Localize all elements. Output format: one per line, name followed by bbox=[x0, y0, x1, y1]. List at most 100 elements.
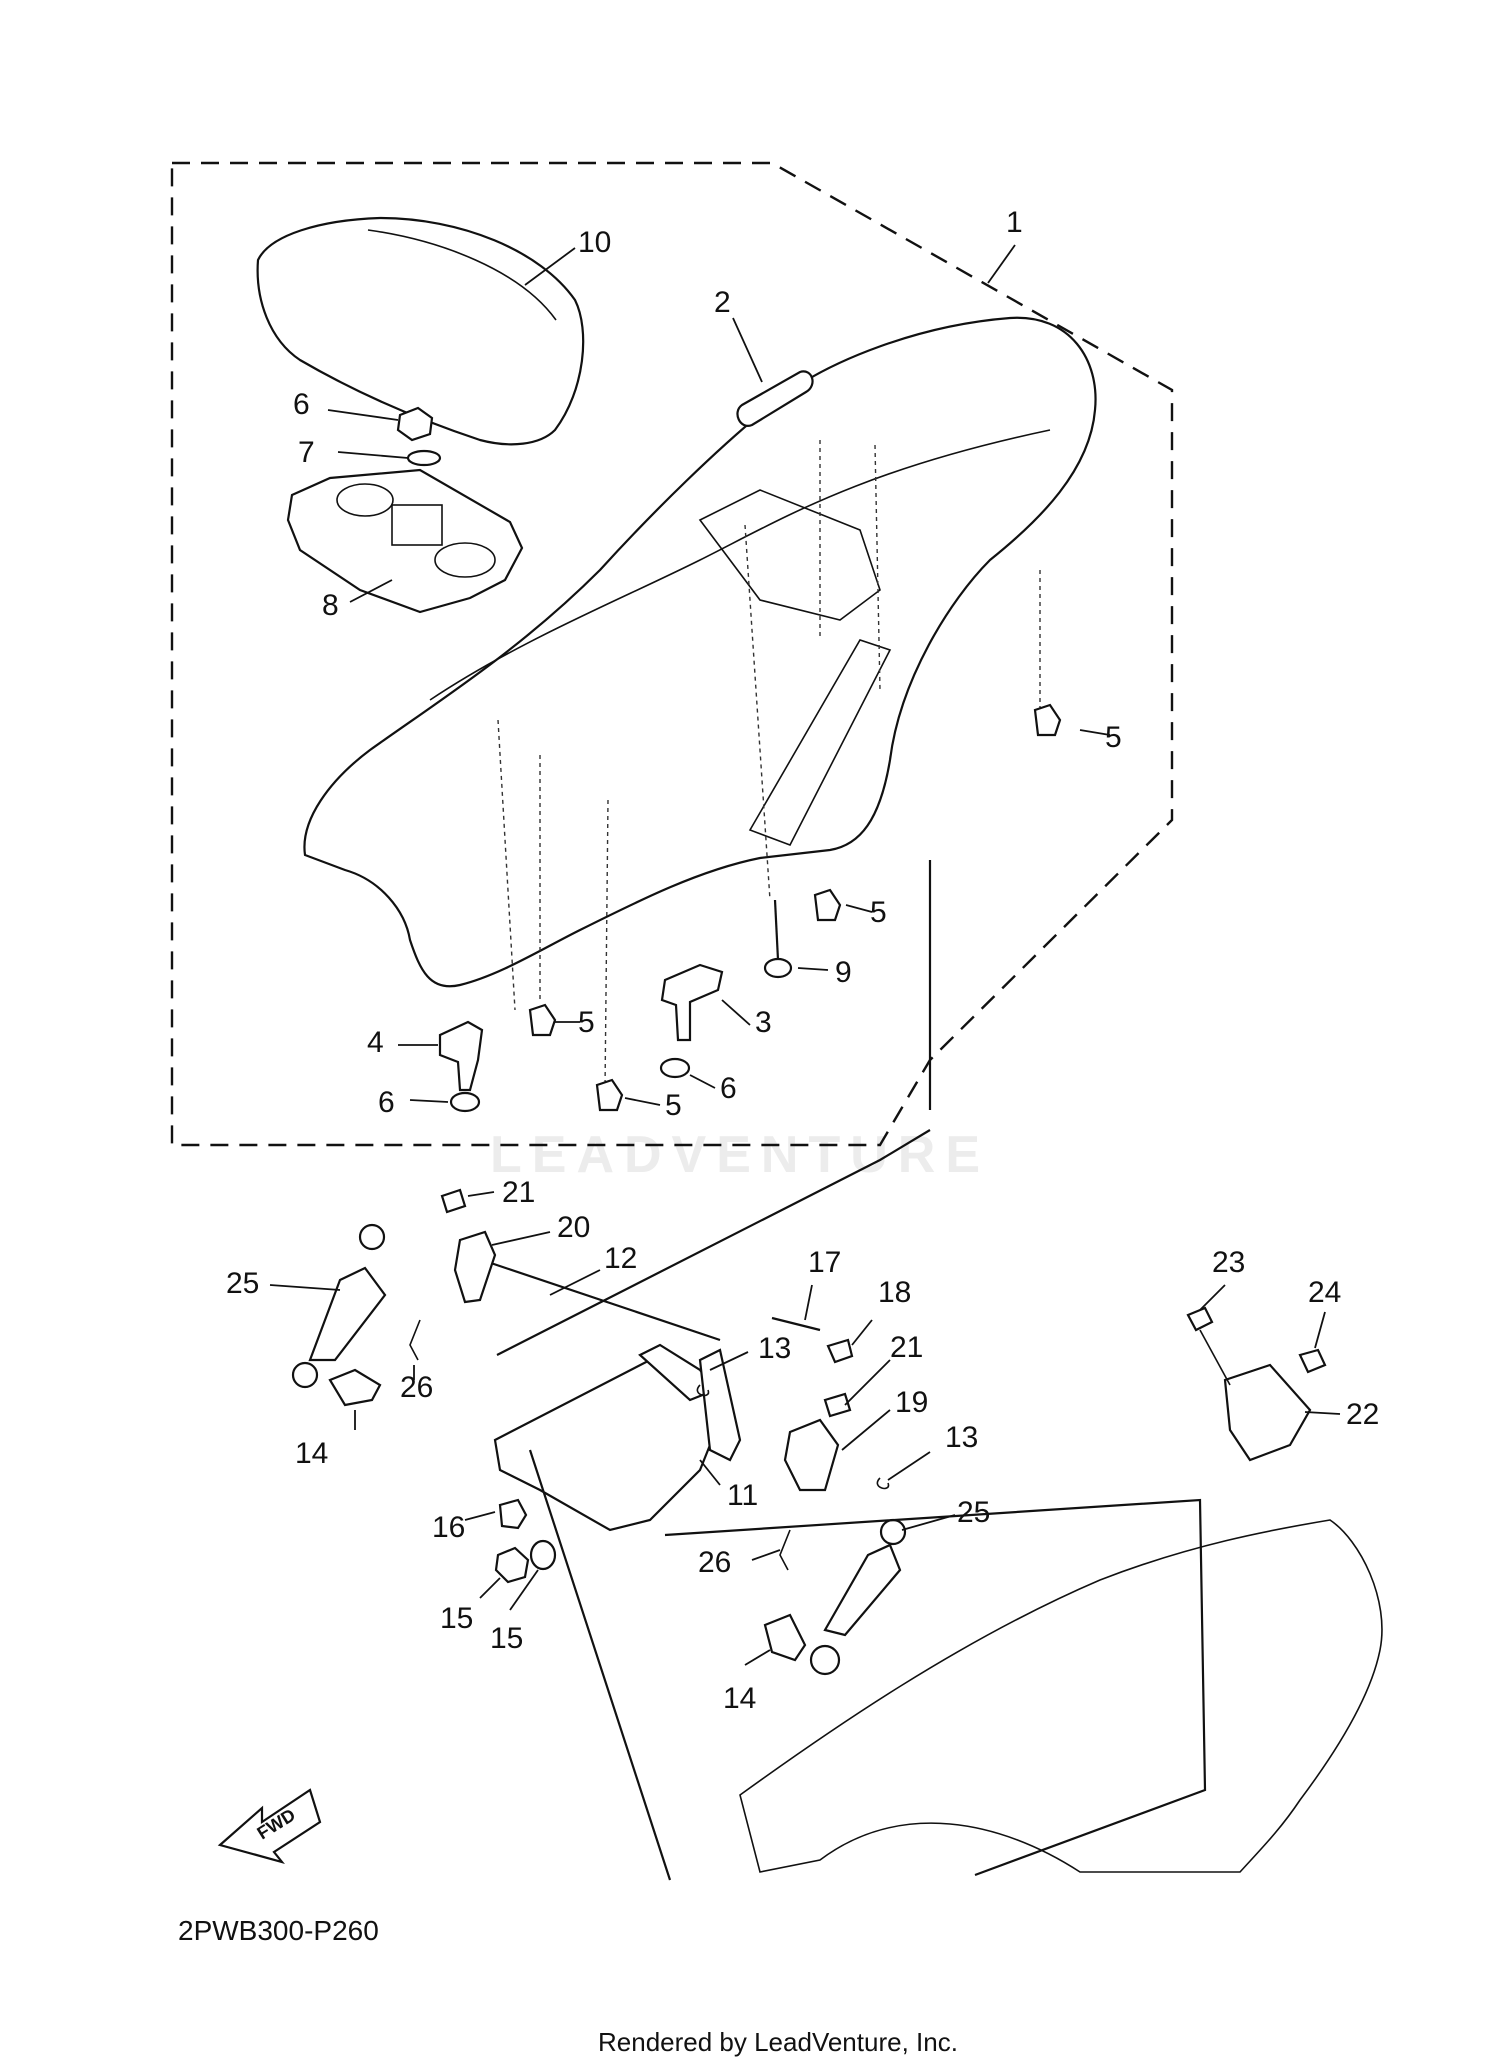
part-10-cover bbox=[256, 216, 585, 446]
callout-5: 5 bbox=[1105, 721, 1122, 754]
part-14-bolt-right bbox=[763, 1613, 807, 1662]
part-5-grommet bbox=[528, 1003, 557, 1037]
frame-outline bbox=[739, 1519, 1383, 1873]
guide-line bbox=[874, 444, 881, 691]
part-5-grommet bbox=[813, 888, 842, 922]
part-13-clip-b bbox=[876, 1477, 890, 1490]
part-24-nut bbox=[1298, 1348, 1327, 1374]
part-25-strut-right bbox=[823, 1543, 902, 1637]
part-6-nut-c bbox=[449, 1091, 481, 1113]
part-17-pin bbox=[771, 1316, 821, 1332]
frame-outline bbox=[664, 1498, 1207, 1877]
part-14-bolt-left bbox=[328, 1368, 382, 1407]
part-21-screw-a bbox=[440, 1188, 467, 1214]
part-2-knob bbox=[736, 370, 814, 427]
callout-22: 22 bbox=[1346, 1398, 1379, 1431]
part-19-bracket bbox=[783, 1418, 840, 1492]
part-8-center-block bbox=[391, 504, 443, 546]
watermark: LEADVENTURE bbox=[490, 1126, 991, 1184]
diagram-code: 2PWB300-P260 bbox=[178, 1915, 379, 1946]
callout-25: 25 bbox=[226, 1267, 259, 1300]
render-credit: Rendered by LeadVenture, Inc. bbox=[598, 2027, 958, 2057]
part-1-ridge bbox=[429, 429, 1051, 701]
callout-26: 26 bbox=[400, 1371, 433, 1404]
part-1-logo-panel bbox=[748, 639, 892, 846]
callout-19: 19 bbox=[895, 1386, 928, 1419]
callout-2: 2 bbox=[714, 286, 731, 319]
callout-5: 5 bbox=[665, 1089, 682, 1122]
callout-17: 17 bbox=[808, 1246, 841, 1279]
part-13-clip bbox=[696, 1384, 710, 1397]
callout-15: 15 bbox=[490, 1622, 523, 1655]
guide-line bbox=[744, 524, 771, 901]
part-12-rod bbox=[469, 1254, 721, 1342]
callouts: 1 2 10 6 7 8 5 5 9 3 6 4 5 5 6 21 20 12 … bbox=[226, 206, 1379, 1715]
callout-13: 13 bbox=[945, 1421, 978, 1454]
callout-14: 14 bbox=[723, 1682, 756, 1715]
frame-outline bbox=[528, 1449, 672, 1881]
callout-1: 1 bbox=[1006, 206, 1023, 239]
part-15-washer bbox=[529, 1539, 557, 1571]
part-16-grommet bbox=[498, 1498, 528, 1530]
part-21-screw-b bbox=[823, 1392, 852, 1418]
callout-12: 12 bbox=[604, 1242, 637, 1275]
callout-15: 15 bbox=[440, 1602, 473, 1635]
part-23-bolt bbox=[1186, 1306, 1214, 1332]
part-15-nut bbox=[494, 1546, 530, 1584]
callout-13: 13 bbox=[758, 1332, 791, 1365]
callout-7: 7 bbox=[298, 436, 315, 469]
leader-lines bbox=[269, 244, 1341, 1666]
callout-3: 3 bbox=[755, 1006, 772, 1039]
part-25-strut-right-end bbox=[809, 1644, 841, 1676]
part-4-bracket bbox=[438, 1020, 484, 1092]
callout-6: 6 bbox=[293, 388, 310, 421]
callout-5: 5 bbox=[870, 896, 887, 929]
assembly-boundary bbox=[170, 161, 1174, 1147]
part-3-bracket bbox=[660, 963, 724, 1042]
part-1-seat bbox=[303, 316, 1097, 988]
callout-9: 9 bbox=[835, 956, 852, 989]
callout-5: 5 bbox=[578, 1006, 595, 1039]
part-7-washer bbox=[406, 449, 442, 467]
part-9-screw-head bbox=[763, 957, 793, 979]
callout-8: 8 bbox=[322, 589, 339, 622]
callout-24: 24 bbox=[1308, 1276, 1341, 1309]
callout-23: 23 bbox=[1212, 1246, 1245, 1279]
part-26-clip-b bbox=[779, 1529, 791, 1571]
guide-line bbox=[1199, 1329, 1231, 1386]
callout-4: 4 bbox=[367, 1026, 384, 1059]
callout-26: 26 bbox=[698, 1546, 731, 1579]
part-26-clip-a bbox=[409, 1319, 421, 1361]
part-25-strut-left-end bbox=[291, 1361, 319, 1389]
part-18-screw bbox=[826, 1338, 854, 1364]
part-6-nut bbox=[396, 406, 434, 442]
part-8-hole-a bbox=[336, 483, 394, 517]
callout-6: 6 bbox=[378, 1086, 395, 1119]
callout-14: 14 bbox=[295, 1437, 328, 1470]
frame-outline bbox=[496, 1129, 931, 1356]
part-9-screw-shaft bbox=[773, 899, 780, 961]
guide-line bbox=[497, 719, 516, 1011]
part-5-grommet bbox=[1033, 703, 1062, 737]
part-25-strut-left bbox=[308, 1266, 387, 1362]
callout-21: 21 bbox=[890, 1331, 923, 1364]
part-11-arm-2 bbox=[698, 1348, 742, 1462]
part-20-bracket bbox=[453, 1230, 497, 1304]
callout-20: 20 bbox=[557, 1211, 590, 1244]
part-22-bracket bbox=[1223, 1363, 1312, 1462]
fwd-arrow bbox=[217, 1788, 322, 1864]
part-25-strut-left-top bbox=[358, 1223, 386, 1251]
guide-line bbox=[604, 799, 609, 1091]
part-6-nut-b bbox=[659, 1057, 691, 1079]
callout-11: 11 bbox=[727, 1479, 758, 1512]
part-25-strut-right-top bbox=[879, 1518, 907, 1546]
callout-16: 16 bbox=[432, 1511, 465, 1544]
callout-21: 21 bbox=[502, 1176, 535, 1209]
callout-18: 18 bbox=[878, 1276, 911, 1309]
part-10-detail bbox=[367, 229, 557, 321]
callout-25: 25 bbox=[957, 1496, 990, 1529]
part-1-tail bbox=[698, 489, 881, 621]
part-8-hole-b bbox=[434, 542, 496, 578]
part-5-grommet bbox=[595, 1078, 624, 1112]
